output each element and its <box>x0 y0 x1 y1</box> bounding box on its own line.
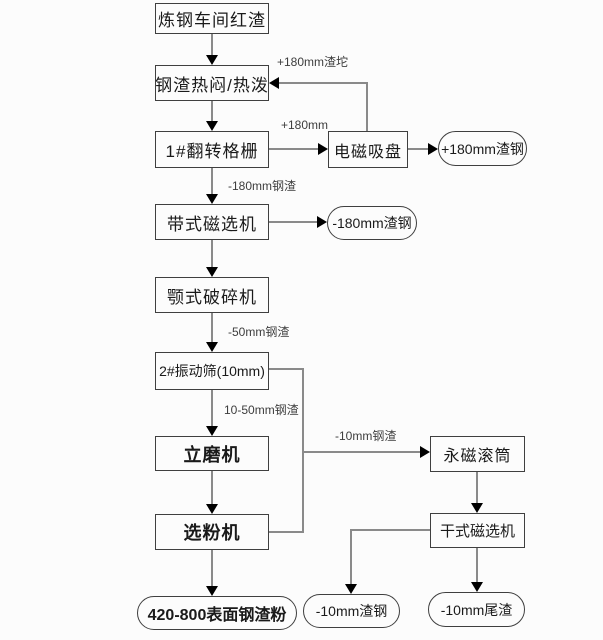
edge-label-minus180-slag: -180mm钢渣 <box>228 179 297 193</box>
node-slag-powder: 420-800表面钢渣粉 <box>137 596 297 630</box>
connector-redslag-hotstew <box>211 34 213 56</box>
node-vibrating-screen: 2#振动筛(10mm) <box>155 352 269 390</box>
connector-dryseparator-tailings <box>476 548 478 583</box>
connector-hotstew-flipgrid <box>211 101 213 122</box>
edge-label-plus180-lump: +180mm渣坨 <box>277 55 349 69</box>
connector-dryseparator-left-horizontal <box>351 529 430 531</box>
connector-flipgrid-chuck <box>269 148 318 150</box>
arrowhead-down-icon <box>471 503 483 513</box>
connector-to-perm-drum <box>302 451 420 453</box>
node-belt-magnetic-separator: 带式磁选机 <box>155 204 269 240</box>
connector-classifier-right-join <box>269 531 302 533</box>
node-minus180-steel: -180mm渣钢 <box>327 206 417 240</box>
edge-label-plus180: +180mm <box>281 118 329 132</box>
arrowhead-down-icon <box>206 121 218 131</box>
connector-jawcrusher-screen <box>211 313 213 343</box>
edge-label-mid-slag: 10-50mm钢渣 <box>224 403 299 417</box>
connector-dryseparator-left-vertical <box>350 529 352 585</box>
node-permanent-magnet-drum: 永磁滚筒 <box>430 436 525 472</box>
edge-label-minus10-slag: -10mm钢渣 <box>335 429 397 443</box>
node-minus10-steel: -10mm渣钢 <box>303 594 400 628</box>
connector-classifier-powder <box>211 550 213 587</box>
arrowhead-left-icon <box>269 77 279 89</box>
arrowhead-right-icon <box>420 446 430 458</box>
arrowhead-down-icon <box>206 194 218 204</box>
node-dry-magnetic-separator: 干式磁选机 <box>430 513 525 548</box>
node-vertical-mill: 立磨机 <box>155 436 269 471</box>
node-jaw-crusher: 颚式破碎机 <box>155 277 269 313</box>
connector-screen-right-exit <box>269 368 303 370</box>
arrowhead-down-icon <box>206 504 218 514</box>
node-hot-stew: 钢渣热闷/热泼 <box>155 65 269 101</box>
edge-label-minus50-slag: -50mm钢渣 <box>228 325 290 339</box>
node-flip-grid: 1#翻转格栅 <box>155 131 269 168</box>
arrowhead-down-icon <box>345 584 357 594</box>
node-red-slag: 炼钢车间红渣 <box>155 3 269 34</box>
connector-belt-jawcrusher <box>211 240 213 268</box>
connector-feedback-vertical <box>366 83 368 131</box>
connector-feedback-horizontal <box>279 82 368 84</box>
arrowhead-right-icon <box>317 216 327 228</box>
connector-screen-mill <box>211 390 213 427</box>
node-minus10-tailings: -10mm尾渣 <box>428 592 525 627</box>
arrowhead-down-icon <box>206 586 218 596</box>
arrowhead-down-icon <box>206 426 218 436</box>
connector-drum-dryseparator <box>476 472 478 504</box>
arrowhead-down-icon <box>206 55 218 65</box>
arrowhead-down-icon <box>471 582 483 592</box>
arrowhead-right-icon <box>318 143 328 155</box>
arrowhead-right-icon <box>428 143 438 155</box>
arrowhead-down-icon <box>206 267 218 277</box>
connector-belt-minus180steel <box>269 221 317 223</box>
connector-chuck-plus180steel <box>408 148 428 150</box>
node-plus180-steel: +180mm渣钢 <box>438 131 527 166</box>
node-electromagnet-chuck: 电磁吸盘 <box>328 131 408 168</box>
connector-right-bypass-vertical <box>302 368 304 533</box>
node-powder-classifier: 选粉机 <box>155 514 269 550</box>
connector-mill-classifier <box>211 471 213 505</box>
arrowhead-down-icon <box>206 342 218 352</box>
connector-flipgrid-belt <box>211 168 213 195</box>
